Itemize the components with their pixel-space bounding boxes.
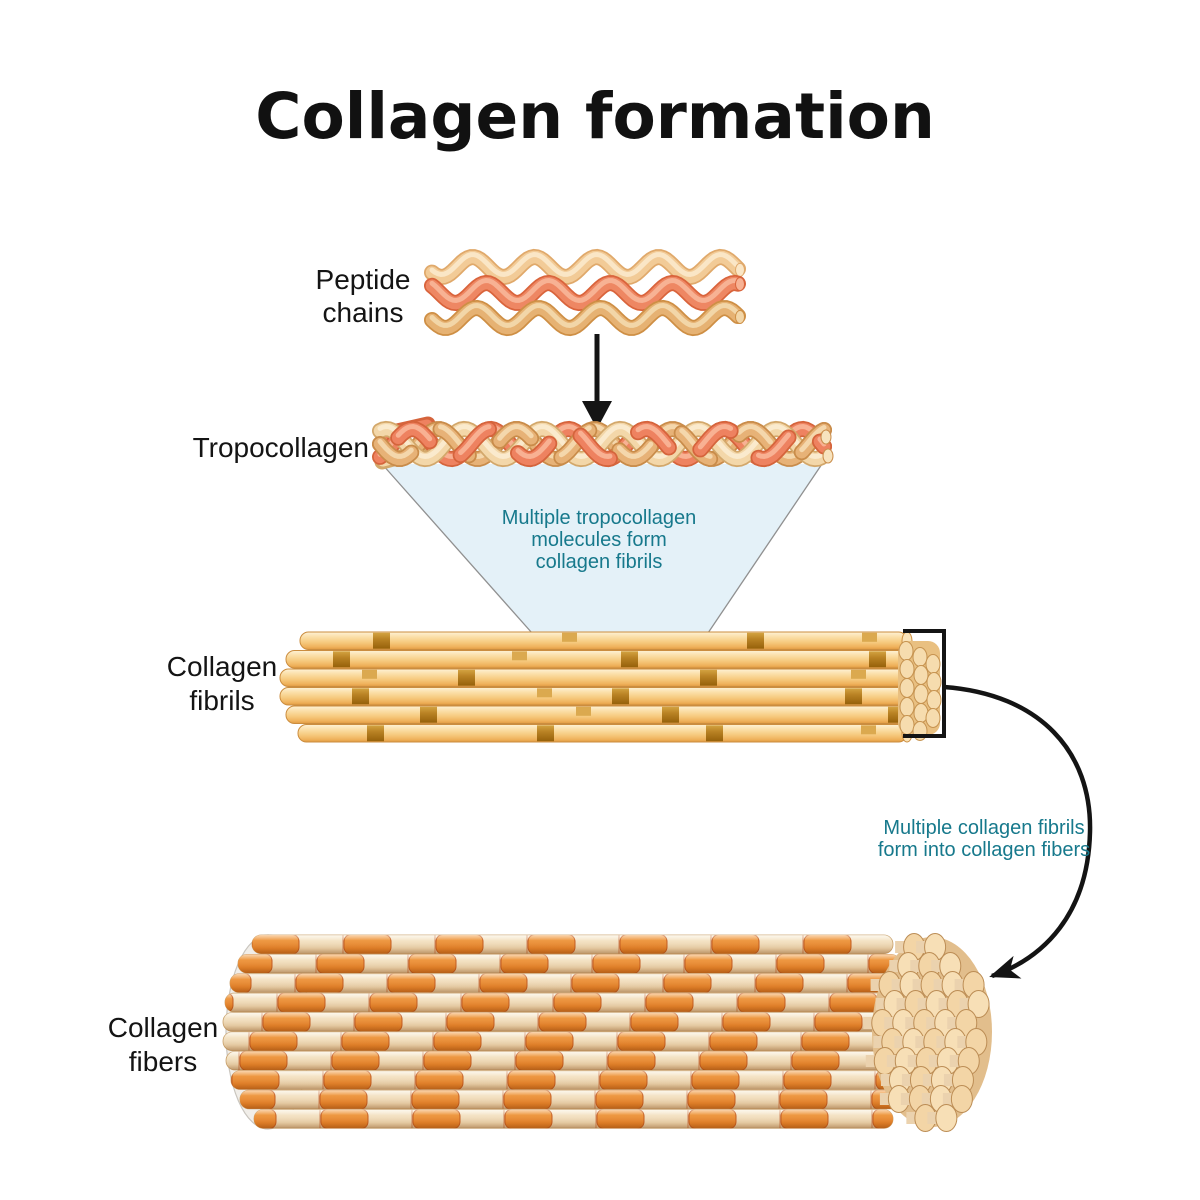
- collagen-fibers-label-line2: fibers: [129, 1046, 197, 1077]
- down-arrow-icon: [582, 334, 612, 429]
- collagen-fibrils-illustration: [279, 631, 942, 743]
- funnel-annotation-line3: collagen fibrils: [536, 551, 663, 573]
- collagen-fibrils-label-line2: fibrils: [189, 685, 254, 716]
- tropocollagen-illustration: [372, 416, 834, 470]
- curved-arrow-icon: [943, 684, 1093, 979]
- funnel-shape: [381, 463, 823, 634]
- funnel-annotation-line1: Multiple tropocollagen: [502, 507, 697, 529]
- collagen-fibers-illustration: [222, 933, 992, 1132]
- peptide-chains-label-line1: Peptide: [316, 264, 411, 295]
- peptide-chains-label-line2: chains: [323, 297, 404, 328]
- collagen-fibrils-label-line1: Collagen: [167, 651, 278, 682]
- funnel-annotation-line2: molecules form: [531, 529, 667, 551]
- to-fibers-annotation-line2: form into collagen fibers: [878, 839, 1090, 861]
- page-title: Collagen formation: [255, 80, 935, 153]
- to-fibers-annotation-line1: Multiple collagen fibrils: [883, 817, 1084, 839]
- fibril-end-bracket: [903, 629, 946, 738]
- collagen-fibers-label-line1: Collagen: [108, 1012, 219, 1043]
- peptide-chains-illustration: [424, 248, 746, 337]
- tropocollagen-label: Tropocollagen: [193, 432, 369, 463]
